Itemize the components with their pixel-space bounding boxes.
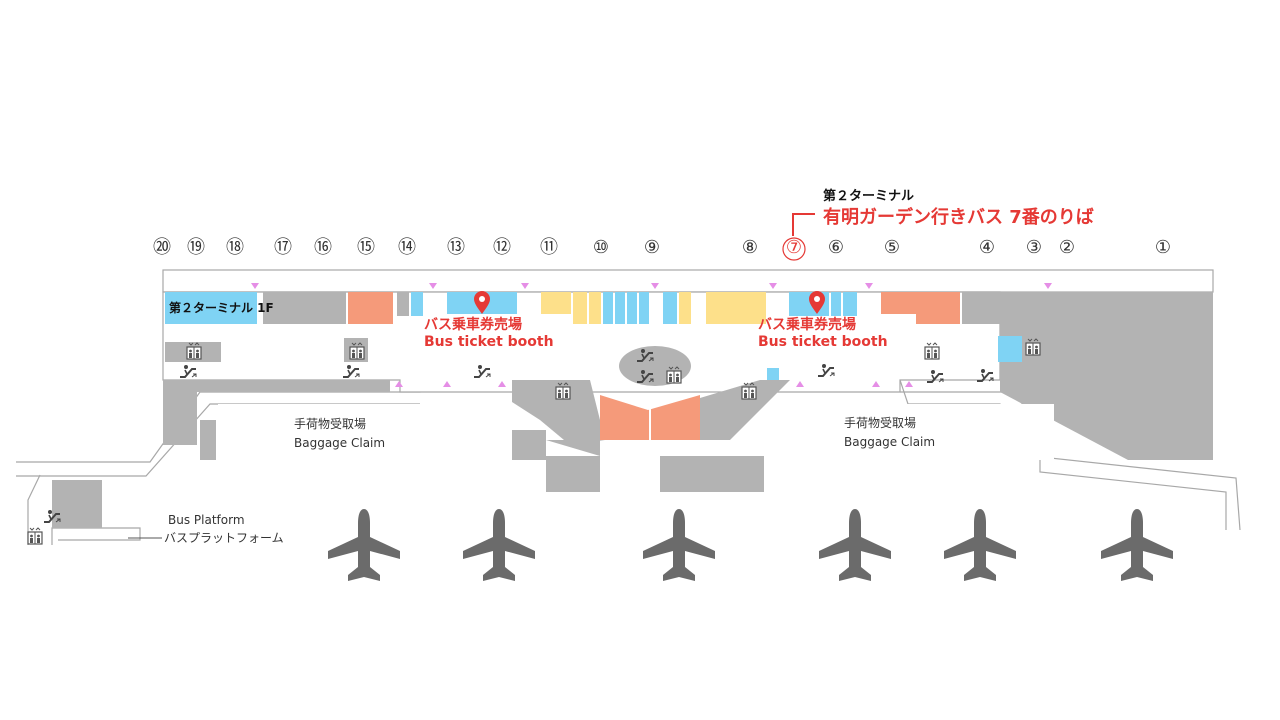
baggage-claim-en: Baggage Claim	[294, 436, 386, 450]
airplane-icon	[1101, 509, 1173, 581]
elevator-icon	[27, 527, 43, 545]
gate-number: ⑯	[314, 237, 332, 258]
gate-number: ①	[1154, 237, 1172, 258]
gate-number: ④	[978, 237, 996, 258]
gate-number: ⑲	[187, 237, 205, 258]
gate-number: ⑫	[493, 237, 511, 258]
ticket-booth-jp: バス乗車券売場	[424, 317, 522, 333]
gate-number: ⑬	[447, 237, 465, 258]
gate-number: ⑱	[226, 237, 244, 258]
gate-number: ②	[1058, 237, 1076, 258]
floor-label: 第２ターミナル 1F	[169, 301, 274, 315]
header-terminal: 第２ターミナル	[823, 189, 915, 204]
callout-bracket	[792, 213, 815, 236]
gate-number: ⑮	[357, 237, 375, 258]
airplane-icon	[328, 509, 400, 581]
gate-number: ⑰	[274, 237, 292, 258]
gate-7-highlight-ring	[782, 237, 806, 261]
airplane-icon	[819, 509, 891, 581]
airplane-icon	[643, 509, 715, 581]
bus-platform-jp: バスプラットフォーム	[164, 531, 284, 545]
ticket-booth-label: バス乗車券売場 Bus ticket booth	[758, 317, 888, 351]
gate-number: ⑧	[741, 237, 759, 258]
gate-number: ⑩	[592, 237, 610, 258]
gate-number: ⑨	[643, 237, 661, 258]
gate-number: ⑳	[153, 237, 171, 258]
ticket-booth-label: バス乗車券売場 Bus ticket booth	[424, 317, 554, 351]
gate-number: ⑪	[540, 237, 558, 258]
gate-number: ⑥	[827, 237, 845, 258]
baggage-claim-jp: 手荷物受取場	[294, 417, 367, 431]
airplanes	[328, 509, 1173, 581]
building	[52, 269, 1214, 528]
gate-number: ⑤	[883, 237, 901, 258]
airplane-icon	[944, 509, 1016, 581]
baggage-claim-jp: 手荷物受取場	[844, 416, 917, 430]
gate-number: ⑭	[398, 237, 416, 258]
baggage-claim-label: 手荷物受取場 Baggage Claim	[844, 414, 935, 452]
gate-number: ③	[1025, 237, 1043, 258]
baggage-claim-en: Baggage Claim	[844, 435, 936, 449]
baggage-claim-label: 手荷物受取場 Baggage Claim	[294, 415, 385, 453]
airplane-icon	[463, 509, 535, 581]
gate-number-highlighted: ⑦	[785, 237, 803, 258]
ticket-booth-jp: バス乗車券売場	[758, 317, 856, 333]
ticket-booth-en: Bus ticket booth	[758, 334, 888, 350]
area-blocks	[165, 292, 1022, 380]
triangle-marker-icon	[905, 381, 913, 387]
header-route: 有明ガーデン行きバス 7番のりば	[823, 207, 1094, 228]
ticket-booth-en: Bus ticket booth	[424, 334, 554, 350]
bus-platform-en: Bus Platform	[168, 513, 245, 527]
